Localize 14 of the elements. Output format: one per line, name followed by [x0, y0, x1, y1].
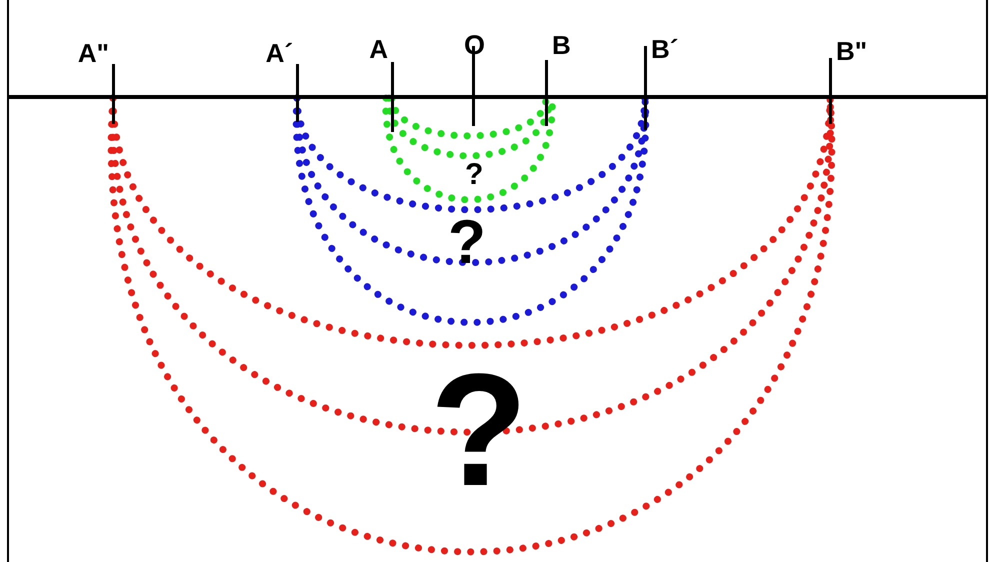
current-line — [388, 94, 550, 140]
current-line — [382, 94, 556, 204]
current-line — [110, 94, 834, 556]
electrode-label: B — [552, 32, 571, 58]
current-line — [386, 94, 552, 160]
electrode-label: A" — [78, 40, 109, 66]
question-mark: ? — [448, 212, 486, 274]
current-line — [294, 94, 648, 326]
question-mark: ? — [465, 160, 484, 190]
electrode-label: A´ — [266, 40, 293, 66]
electrode-label: A — [369, 36, 388, 62]
question-mark: ? — [430, 350, 528, 510]
electrode-label: B" — [836, 38, 868, 64]
electrode-label: B´ — [651, 36, 678, 62]
